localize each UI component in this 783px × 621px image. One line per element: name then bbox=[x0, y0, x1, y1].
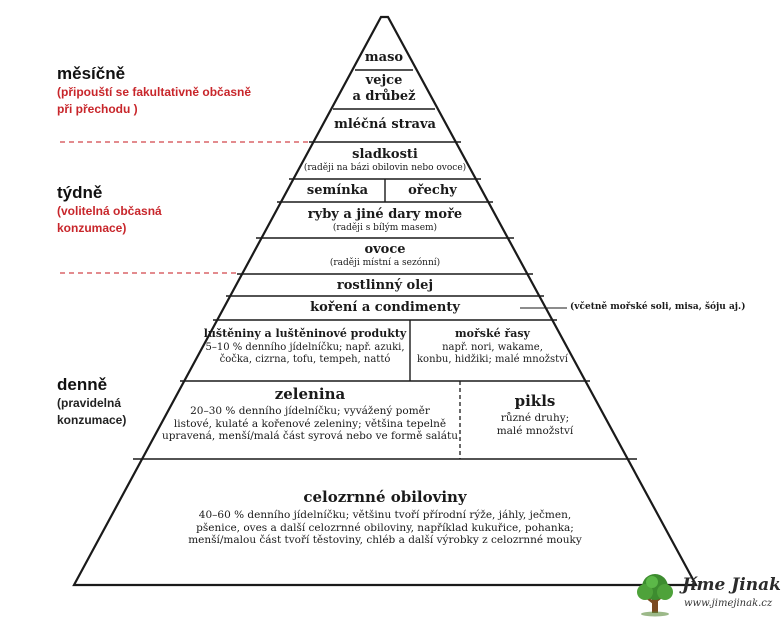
logo[interactable]: Jíme Jinak www.jimejinak.cz bbox=[632, 570, 782, 618]
tier-orechy: ořechy bbox=[408, 183, 457, 198]
tier-mlecna: mléčná strava bbox=[334, 117, 436, 132]
koreni-note: (včetně mořské soli, misa, šóju aj.) bbox=[570, 302, 746, 312]
monthly-note-2: při přechodu ) bbox=[57, 102, 138, 116]
label-weekly: týdně (volitelná občasná konzumace) bbox=[57, 183, 162, 237]
tier-koreni: koření a condimenty bbox=[310, 300, 460, 315]
tier-ovoce-title: ovoce bbox=[364, 242, 406, 257]
label-monthly: měsíčně (připouští se fakultativně občas… bbox=[57, 64, 251, 118]
tier-rasy: mořské řasy např. nori, wakame, konbu, h… bbox=[410, 327, 575, 366]
tier-vejce-line1: vejce bbox=[365, 73, 403, 88]
tier-pikls-line2: malé množství bbox=[496, 424, 574, 437]
tier-obiloviny-line2: pšenice, oves a další celozrnné obilovin… bbox=[196, 521, 574, 534]
daily-note-2: konzumace) bbox=[57, 413, 127, 427]
monthly-title: měsíčně bbox=[57, 64, 126, 83]
tier-ryby: ryby a jiné dary moře (raději s bílým ma… bbox=[256, 207, 514, 233]
pyramid-outline bbox=[72, 15, 698, 587]
tier-zelenina: zelenina 20–30 % denního jídelníčku; vyv… bbox=[160, 385, 460, 443]
tier-rasy-title: mořské řasy bbox=[455, 327, 530, 340]
tier-sladkosti-sub: (raději na bázi obilovin nebo ovoce) bbox=[303, 162, 467, 173]
tier-ryby-title: ryby a jiné dary moře bbox=[307, 207, 463, 222]
monthly-note-1: (připouští se fakultativně občasně bbox=[57, 85, 252, 99]
tier-zelenina-line2: listové, kulaté a kořenové zeleniny; vět… bbox=[173, 417, 447, 430]
weekly-title: týdně bbox=[57, 183, 103, 202]
tier-vejce: vejce a drůbež bbox=[324, 73, 444, 104]
daily-note-1: (pravidelná bbox=[57, 396, 122, 410]
tier-lusteniny-line2: čočka, cizrna, tofu, tempeh, nattó bbox=[219, 354, 391, 366]
weekly-note-2: konzumace) bbox=[57, 221, 127, 235]
tier-lusteniny-title: luštěniny a luštěninové produkty bbox=[203, 327, 407, 340]
tier-ryby-sub: (raději s bílým masem) bbox=[332, 222, 438, 233]
tier-sladkosti: sladkosti (raději na bázi obilovin nebo … bbox=[289, 147, 481, 173]
tier-lusteniny: luštěniny a luštěninové produkty 5–10 % … bbox=[200, 327, 410, 366]
tier-rasy-line1: např. nori, wakame, bbox=[442, 342, 543, 354]
tier-olej: rostlinný olej bbox=[336, 278, 434, 293]
tier-zelenina-line3: upravená, menší/malá část syrová nebo ve… bbox=[161, 430, 459, 443]
tier-vejce-line2: a drůbež bbox=[352, 88, 416, 104]
tier-zelenina-title: zelenina bbox=[274, 385, 346, 403]
daily-title: denně bbox=[57, 375, 108, 394]
tier-seminka: semínka bbox=[306, 183, 369, 198]
tier-obiloviny-line1: 40–60 % denního jídelníčku; většinu tvoř… bbox=[198, 509, 572, 521]
tier-zelenina-line1: 20–30 % denního jídelníčku; vyvážený pom… bbox=[190, 405, 430, 417]
logo-url: www.jimejinak.cz bbox=[684, 598, 773, 609]
tree-icon bbox=[637, 574, 673, 617]
tier-maso: maso bbox=[364, 50, 404, 65]
tier-pikls: pikls různé druhy; malé množství bbox=[460, 392, 610, 437]
tier-sladkosti-title: sladkosti bbox=[352, 147, 418, 162]
tier-rasy-line2: konbu, hidžiki; malé množství bbox=[417, 354, 568, 366]
tier-obiloviny-line3: menší/malou část tvoří těstoviny, chléb … bbox=[188, 534, 582, 547]
label-daily: denně (pravidelná konzumace) bbox=[57, 375, 126, 429]
tier-pikls-line1: různé druhy; bbox=[500, 412, 570, 424]
tier-lusteniny-line1: 5–10 % denního jídelníčku; např. azuki, bbox=[205, 342, 405, 354]
logo-name: Jíme Jinak bbox=[682, 575, 781, 595]
tier-ovoce-sub: (raději místní a sezónní) bbox=[329, 257, 441, 268]
tier-pikls-title: pikls bbox=[514, 392, 556, 410]
tier-obiloviny-title: celozrnné obiloviny bbox=[303, 488, 467, 506]
tier-obiloviny: celozrnné obiloviny 40–60 % denního jíde… bbox=[120, 488, 650, 547]
tier-ovoce: ovoce (raději místní a sezónní) bbox=[237, 242, 533, 268]
weekly-note-1: (volitelná občasná bbox=[57, 204, 162, 218]
